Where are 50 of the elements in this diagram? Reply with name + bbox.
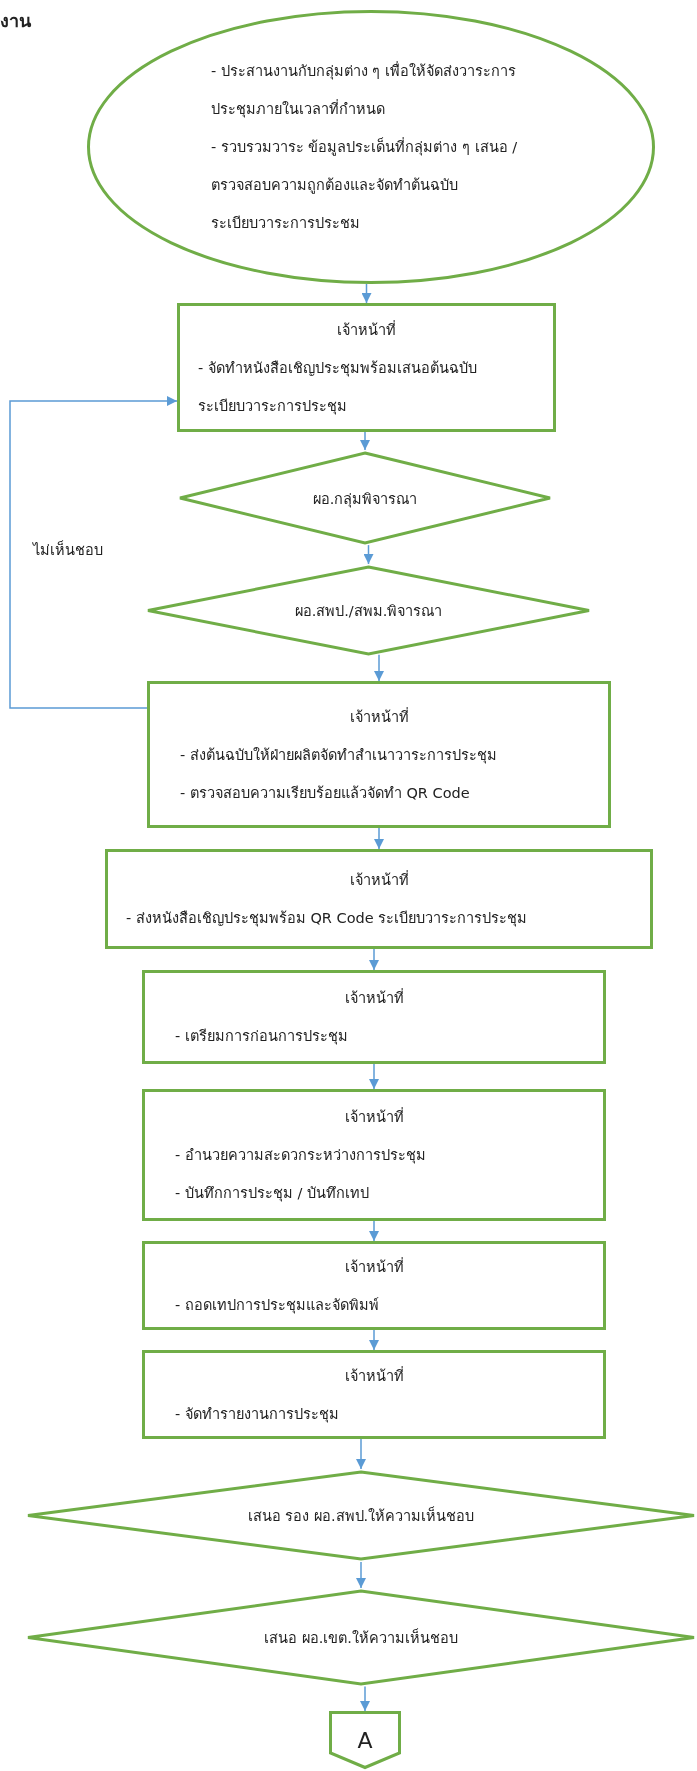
process-box <box>142 1350 606 1439</box>
arrow <box>360 1685 370 1712</box>
step-text: - เตรียมการก่อนการประชุม <box>174 1027 349 1047</box>
decision-diamond <box>177 450 553 546</box>
step-text: - ตรวจสอบความเรียบร้อยแล้วจัดทำ QR Code <box>179 783 471 803</box>
arrow <box>356 1561 366 1589</box>
arrow <box>363 544 374 565</box>
step-text: A <box>357 1727 373 1753</box>
step-text: - จัดทำหนังสือเชิญประชุมพร้อมเสนอต้นฉบับระเบียบวาระการประชุม <box>197 358 478 417</box>
role-heading: เจ้าหน้าที่ <box>343 987 405 1008</box>
role-heading: เจ้าหน้าที่ <box>343 1365 405 1386</box>
role-heading: เจ้าหน้าที่ <box>343 1106 405 1127</box>
decision-diamond <box>145 564 592 657</box>
arrow <box>369 1220 379 1242</box>
role-heading: เจ้าหน้าที่ <box>348 869 410 890</box>
start-ellipse <box>87 10 655 284</box>
arrow <box>369 1329 379 1351</box>
process-box <box>177 303 556 432</box>
process-box <box>142 1089 606 1221</box>
step-text: - ถอดเทปการประชุมและจัดพิมพ์ <box>174 1295 380 1316</box>
step-text: - ประสานงานกับกลุ่มต่าง ๆ เพื่อให้จัดส่งวาระการประชุมภายในเวลาที่กำหนด <box>211 60 518 120</box>
step-text: - ส่งหนังสือเชิญประชุมพร้อม QR Code ระเบียบวาระการประชุม <box>125 909 529 929</box>
arrow <box>356 1438 366 1470</box>
heading: งาน <box>0 9 31 33</box>
decision-diamond <box>25 1588 697 1687</box>
arrow <box>369 1063 379 1090</box>
step-text: - บันทึกการประชุม / บันทึกเทป <box>174 1184 370 1204</box>
step-text: เสนอ ผอ.เขต.ให้ความเห็นชอบ <box>264 1627 458 1648</box>
decision-diamond <box>25 1469 697 1562</box>
step-text: เสนอ รอง ผอ.สพป.ให้ความเห็นชอบ <box>247 1505 475 1526</box>
arrow <box>374 654 384 682</box>
step-text: - รวบรวมวาระ ข้อมูลประเด็นที่กลุ่มต่าง ๆ เสนอ / ตรวจสอบความถูกต้องและจัดทำต้นฉบับระเบียบวาระการประชม <box>211 136 519 233</box>
role-heading: เจ้าหน้าที่ <box>336 319 397 340</box>
arrow <box>361 283 372 304</box>
process-box <box>142 1241 606 1330</box>
arrow <box>9 396 178 709</box>
process-box <box>142 970 606 1064</box>
off-page-connector <box>329 1711 401 1769</box>
process-box <box>105 849 653 949</box>
step-text: - ส่งต้นฉบับให้ฝ่ายผลิตจัดทำสำเนาวาระการประชุม <box>179 745 498 766</box>
arrow <box>374 827 384 850</box>
step-text: - จัดทำรายงานการประชุม <box>174 1404 340 1425</box>
role-heading: เจ้าหน้าที่ <box>343 1256 405 1277</box>
step-text: ผอ.กลุ่มพิจารณา <box>312 489 418 510</box>
process-box <box>147 681 611 828</box>
arrow <box>360 431 370 451</box>
arrow <box>369 948 379 971</box>
role-heading: เจ้าหน้าที่ <box>348 706 410 727</box>
step-text: - อำนวยความสะดวกระหว่างการประชุม <box>174 1146 427 1166</box>
step-text: ผอ.สพป./สพม.พิจารณา <box>294 602 443 621</box>
